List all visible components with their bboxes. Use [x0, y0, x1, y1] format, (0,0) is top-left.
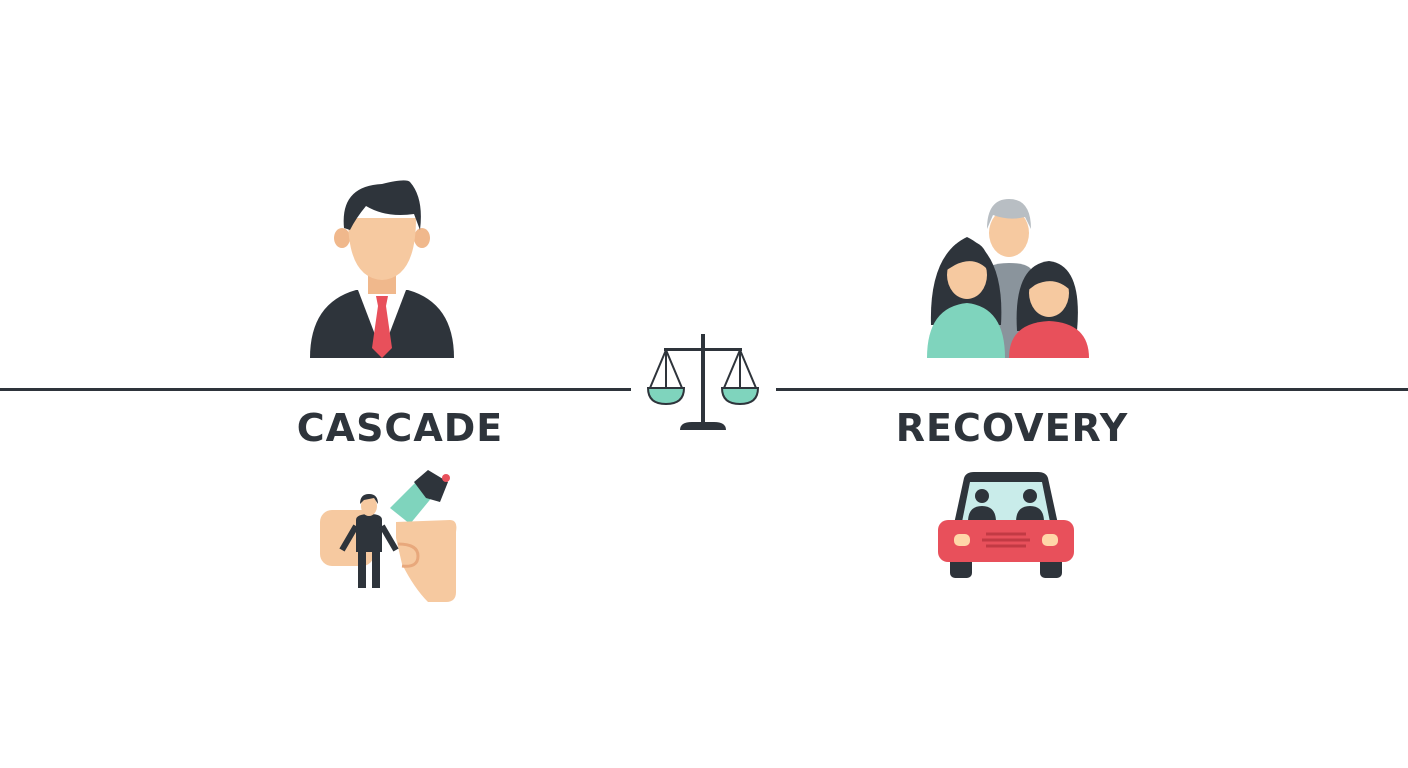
- businessman-icon: [310, 180, 454, 358]
- cascade-label: CASCADE: [296, 406, 504, 450]
- divider-left: [0, 388, 631, 391]
- scales-of-justice-icon: [646, 334, 760, 430]
- hands-squeezing-person-icon: [320, 470, 457, 602]
- recovery-label: RECOVERY: [895, 406, 1129, 450]
- car-icon: [938, 472, 1074, 578]
- family-icon: [927, 199, 1089, 358]
- divider-right: [776, 388, 1408, 391]
